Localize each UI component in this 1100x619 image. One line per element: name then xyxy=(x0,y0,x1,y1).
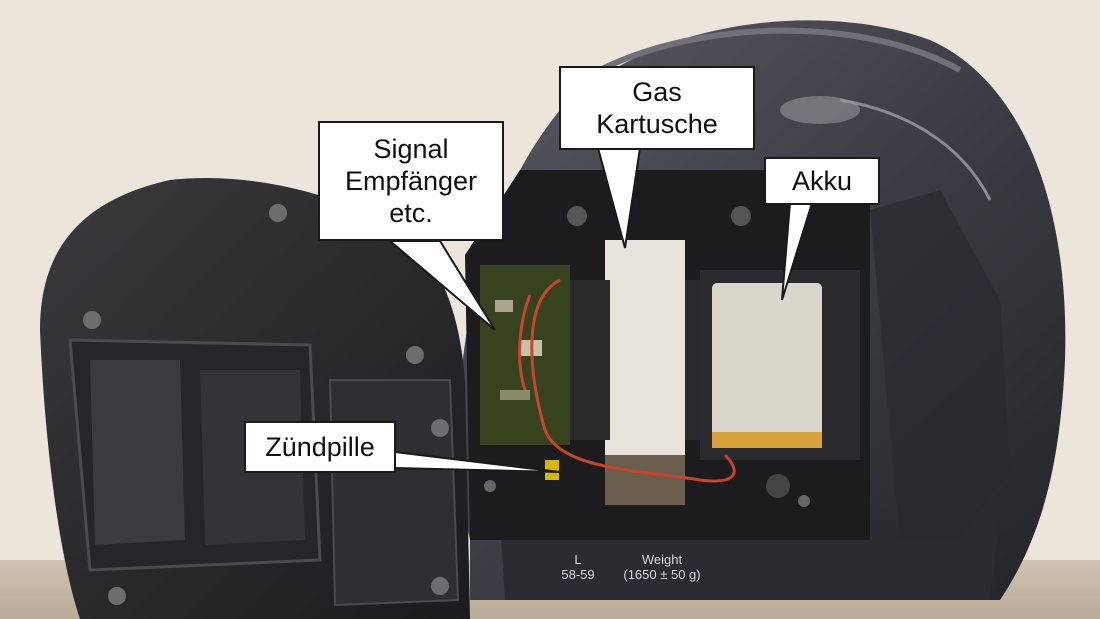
label-signal-receiver: Signal Empfänger etc. xyxy=(318,121,504,241)
label-zuendpille: Zündpille xyxy=(244,421,396,473)
weight-value: (1650 ± 50 g) xyxy=(623,567,701,582)
helmet-weight-print: Weight (1650 ± 50 g) xyxy=(612,552,712,582)
compartment-lid xyxy=(40,178,470,619)
label-signal-line3: etc. xyxy=(389,198,433,228)
weight-label: Weight xyxy=(641,552,683,567)
label-gas-line1: Gas xyxy=(632,77,682,107)
label-zuendpille-text: Zündpille xyxy=(265,432,375,462)
label-gas-cartridge: Gas Kartusche xyxy=(559,66,755,150)
size-letter: L xyxy=(574,552,582,567)
label-akku-text: Akku xyxy=(791,166,853,196)
label-signal-line2: Empfänger xyxy=(344,166,478,196)
wire xyxy=(530,278,736,483)
label-gas-line2: Kartusche xyxy=(596,109,718,139)
label-akku: Akku xyxy=(764,157,880,205)
squib xyxy=(545,460,559,480)
electronics-compartment xyxy=(465,170,870,540)
label-signal-line1: Signal xyxy=(373,134,449,164)
gas-cartridge xyxy=(605,240,685,455)
helmet-size-print: L 58-59 xyxy=(553,552,603,582)
battery-pack xyxy=(712,283,822,448)
size-range: 58-59 xyxy=(561,567,595,582)
